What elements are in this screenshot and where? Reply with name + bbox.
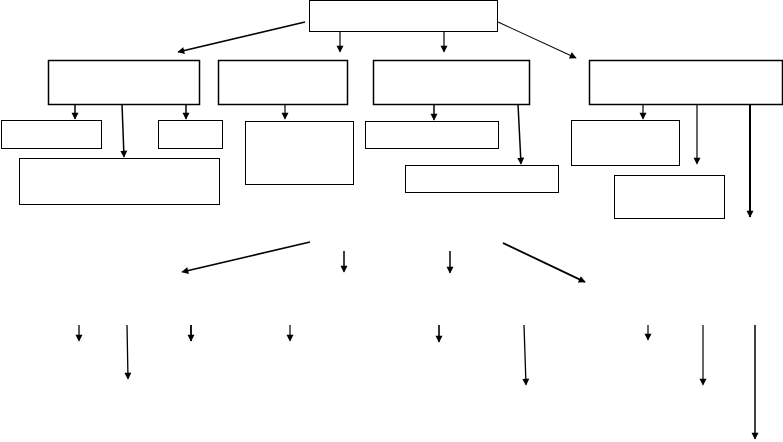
branch-1-child-c-box <box>158 120 223 149</box>
arrow-branch-3-to-child-b <box>517 103 525 165</box>
branch-4-child-b-box <box>614 175 725 219</box>
arrow-root-to-branch-1 <box>177 21 306 54</box>
ghost-arrow-root-to-branch-4 <box>502 242 586 283</box>
branch-2-child-a-box <box>245 121 354 185</box>
branch-1-box <box>47 59 201 106</box>
branch-4-box <box>588 59 783 106</box>
branch-1-child-b-box <box>19 158 220 205</box>
ghost-arrow-branch-1-to-child-b <box>124 324 132 380</box>
arrow-branch-1-to-child-b <box>120 103 128 158</box>
branch-3-box <box>372 59 531 106</box>
branch-3-child-a-box <box>365 121 499 149</box>
arrow-root-to-branch-4 <box>497 21 577 59</box>
branch-1-child-a-box <box>1 120 102 149</box>
branch-3-child-b-box <box>405 165 559 193</box>
root-box <box>309 0 498 32</box>
branch-4-child-a-box <box>571 120 680 166</box>
ghost-arrow-branch-3-to-child-b <box>522 324 530 386</box>
branch-2-box <box>217 59 349 106</box>
ghost-arrow-root-to-branch-1 <box>181 241 311 274</box>
